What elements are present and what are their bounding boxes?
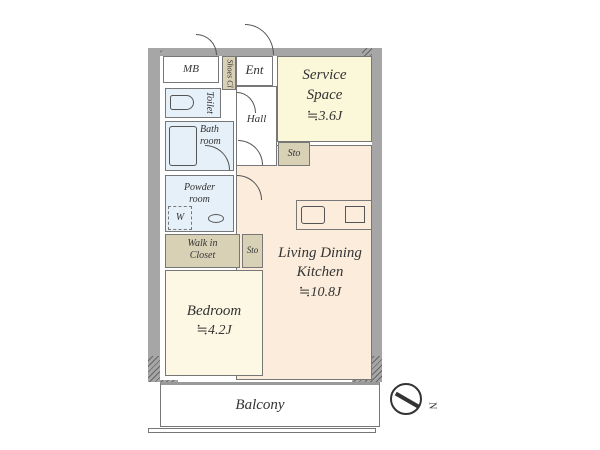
room-shoes-closet: Shoes Cl (222, 56, 236, 90)
compass-icon (390, 383, 422, 415)
door-mb[interactable] (196, 34, 217, 55)
wall-left (148, 48, 160, 382)
stove-icon (345, 206, 365, 223)
balcony-rail (148, 428, 376, 433)
room-service-space: Service Space ≒3.6J (277, 56, 372, 142)
room-bath: Bath room (165, 121, 234, 171)
bathtub-icon (169, 126, 197, 166)
sink-icon (208, 214, 224, 223)
room-storage-2: Sto (242, 234, 263, 268)
sink-icon (301, 206, 325, 224)
wall-right (372, 48, 382, 382)
room-entrance: Ent (236, 56, 273, 86)
washer-space: W (168, 206, 192, 230)
compass-north-label: N (426, 402, 438, 410)
room-storage-1: Sto (278, 142, 310, 166)
room-powder: Powder room W (165, 175, 234, 232)
room-mb: MB (163, 56, 219, 83)
room-toilet: Toilet (165, 88, 221, 118)
toilet-icon (170, 95, 194, 110)
door-entrance[interactable] (245, 24, 274, 55)
balcony: Balcony (160, 382, 380, 427)
kitchen-counter (296, 200, 372, 230)
room-walk-in-closet: Walk in Closet (165, 234, 240, 268)
room-bedroom: Bedroom ≒4.2J (165, 270, 263, 376)
